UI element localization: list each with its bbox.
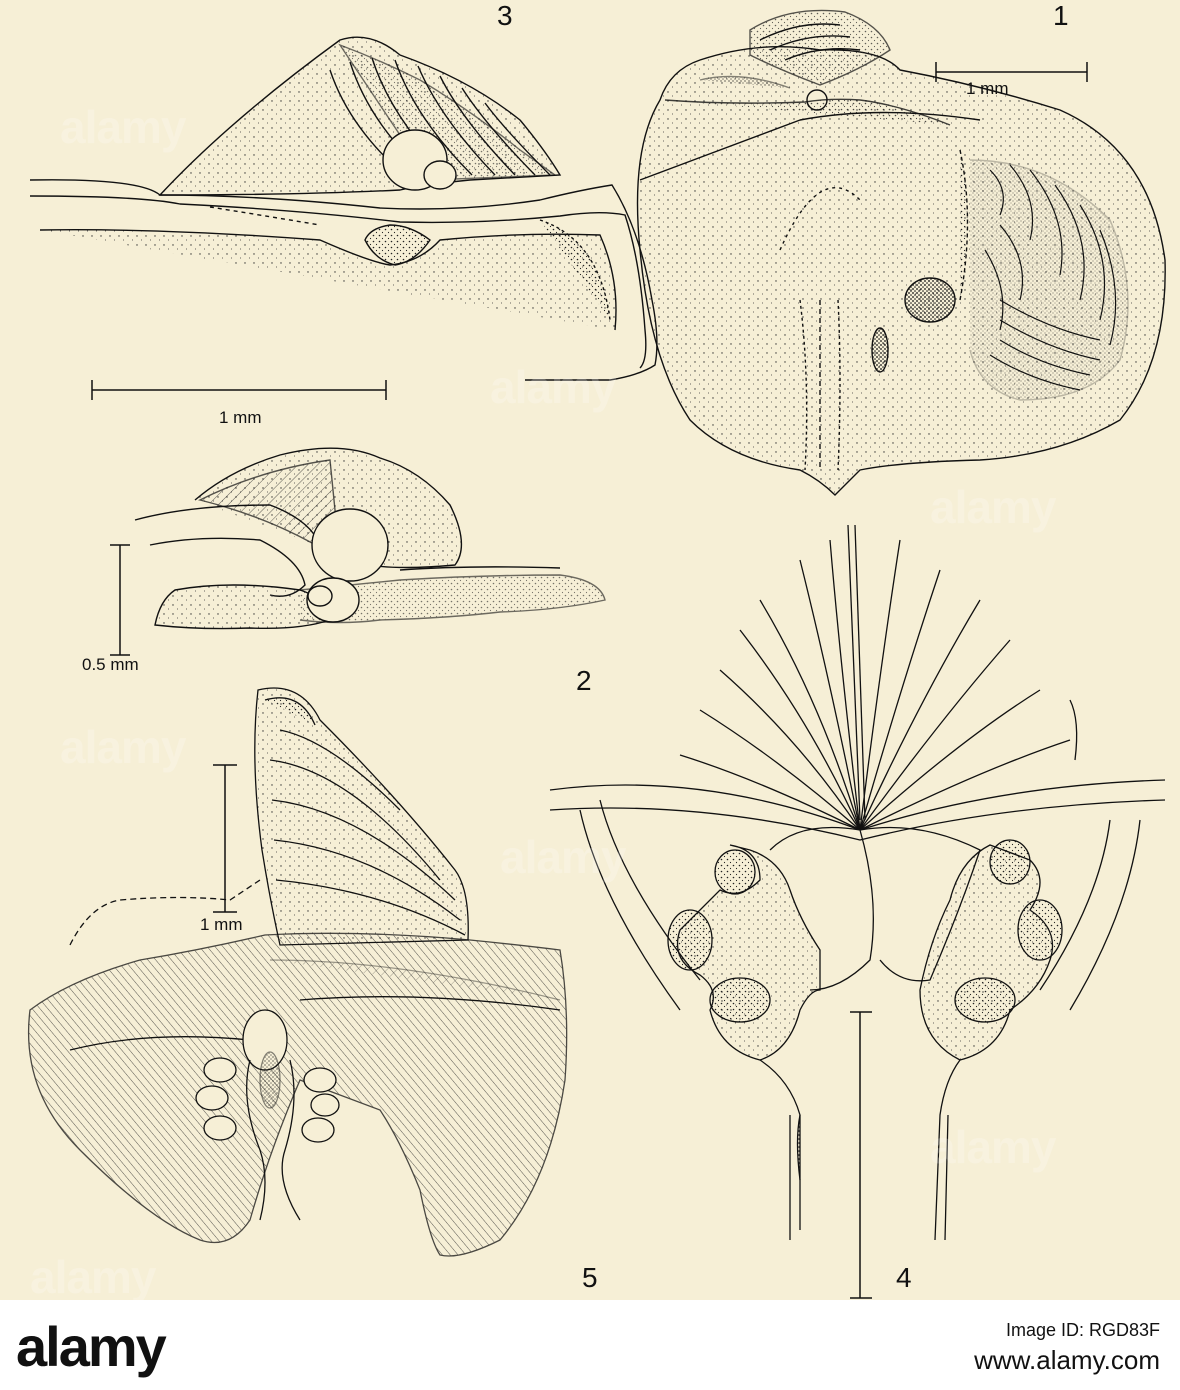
figure-5-number: 5: [582, 1262, 598, 1293]
figure-2-scale-label: 0.5 mm: [82, 655, 139, 674]
stock-footer: alamy Image ID: RGD83F www.alamy.com: [0, 1300, 1180, 1390]
specimen-plate: alamy alamy alamy alamy alamy alamy alam…: [0, 0, 1180, 1300]
figure-1-scale-bar: [935, 62, 1088, 82]
figure-5-drawing: [27, 687, 568, 1257]
figure-5-scale-bar: [213, 764, 237, 913]
figure-1-scale-label: 1 mm: [966, 79, 1009, 98]
figure-3-scale-label: 1 mm: [219, 408, 262, 427]
image-id-block: Image ID: RGD83F www.alamy.com: [974, 1320, 1160, 1376]
figure-3-drawing: [29, 36, 658, 381]
figure-2-number: 2: [576, 665, 592, 696]
image-id-label: Image ID: RGD83F: [1005, 1320, 1160, 1340]
site-url[interactable]: www.alamy.com: [974, 1345, 1160, 1375]
figure-4-number: 4: [896, 1262, 912, 1293]
figure-3-number: 3: [497, 0, 513, 31]
figure-2-scale-bar: [110, 544, 130, 656]
figure-5-scale-label: 1 mm: [200, 915, 243, 934]
figure-2-drawing: [134, 447, 606, 630]
specimen-drawings: [27, 9, 1166, 1299]
figure-1-number: 1: [1053, 0, 1069, 31]
figure-1-drawing: [636, 9, 1166, 496]
alamy-logo[interactable]: alamy: [16, 1315, 167, 1378]
figure-3-scale-bar: [91, 380, 387, 400]
figure-4-scale-bar: [850, 1011, 872, 1299]
figure-4-drawing: [549, 524, 1166, 1241]
